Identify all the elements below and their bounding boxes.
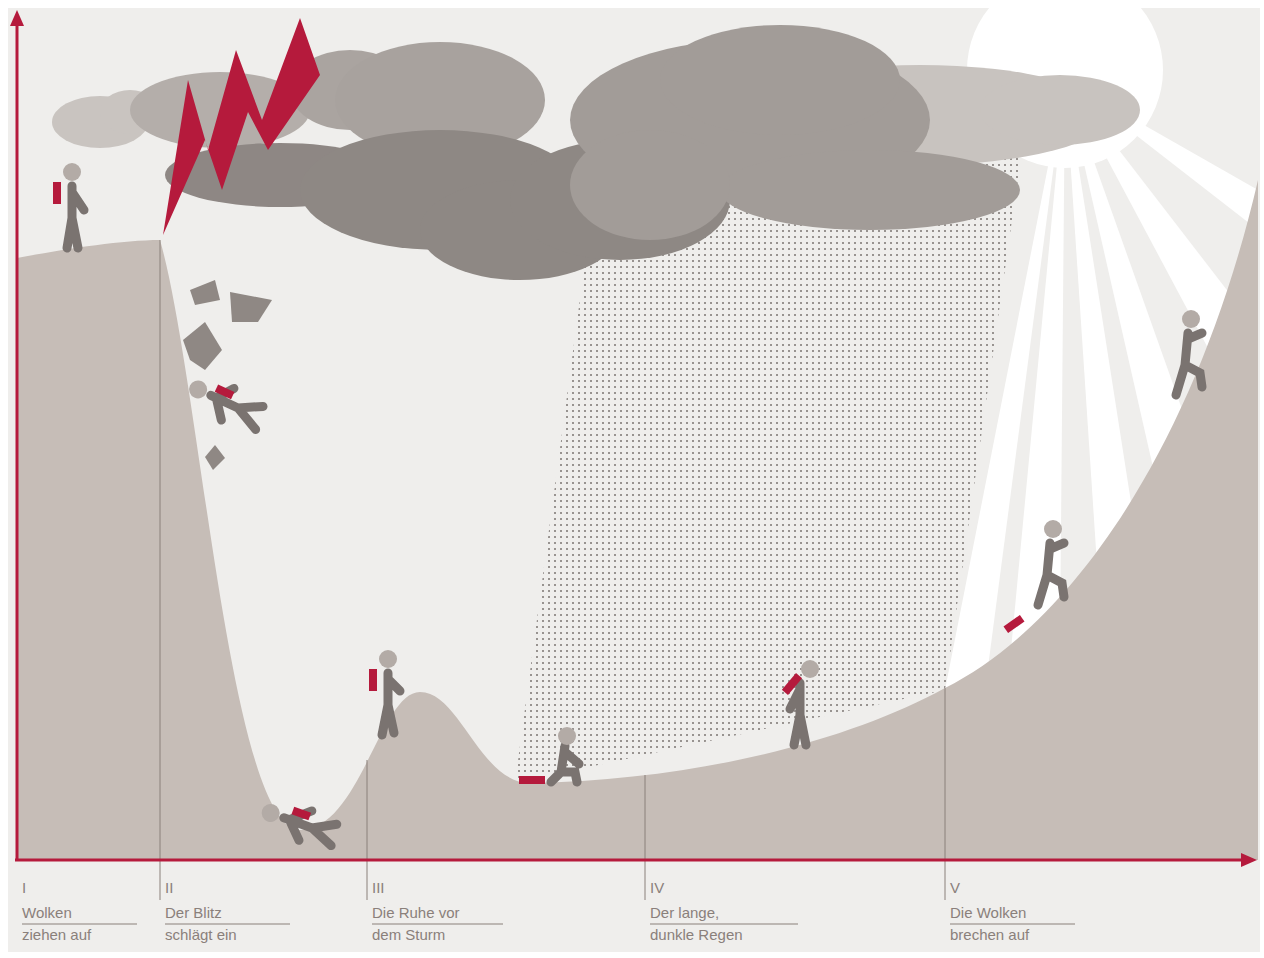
phase-dividers xyxy=(22,240,1075,924)
phase-number: I xyxy=(22,877,82,899)
phase-number: II xyxy=(165,877,225,899)
phase-title: Wolken ziehen auf xyxy=(22,902,100,946)
phase-number: V xyxy=(950,877,1010,899)
axes xyxy=(10,10,1257,867)
phase-title: Die Ruhe vor dem Sturm xyxy=(372,902,472,946)
phase-number: IV xyxy=(650,877,710,899)
rocks xyxy=(183,280,272,470)
hiker-figures xyxy=(53,163,1202,851)
terrain xyxy=(17,180,1258,860)
phase-title: Die Wolken brechen auf xyxy=(950,902,1042,946)
phase-number: III xyxy=(372,877,432,899)
phase-title: Der lange, dunkle Regen xyxy=(650,902,760,946)
lightning xyxy=(163,18,320,235)
phase-title: Der Blitz schlägt ein xyxy=(165,902,260,946)
